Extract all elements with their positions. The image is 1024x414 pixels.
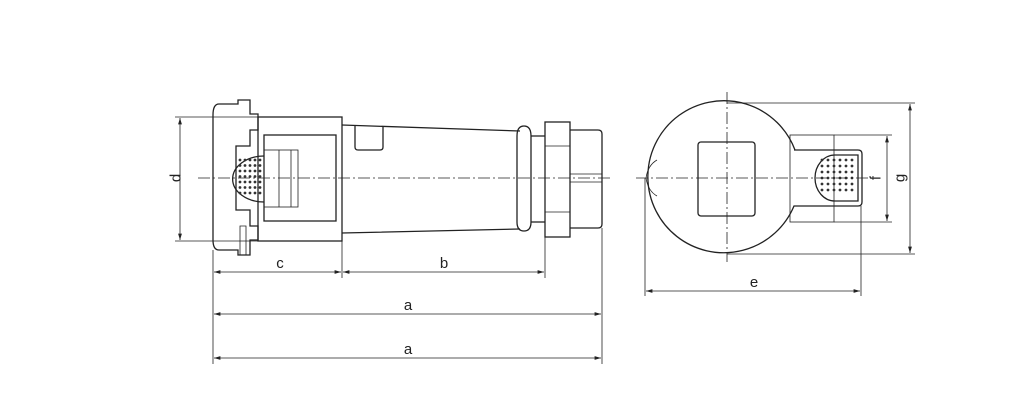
pin-dot bbox=[826, 164, 830, 168]
pin-dot bbox=[238, 169, 242, 173]
pin-dot bbox=[820, 188, 824, 192]
pin-dot bbox=[838, 158, 842, 162]
pin-dot bbox=[850, 182, 854, 186]
pin-dot bbox=[850, 164, 854, 168]
body-tab bbox=[354, 125, 384, 151]
pin-dot bbox=[838, 188, 842, 192]
pin-dot bbox=[243, 175, 247, 178]
pin-dot bbox=[238, 175, 242, 178]
gland-nut bbox=[544, 121, 571, 238]
pin-dot bbox=[258, 191, 262, 195]
pin-dot bbox=[258, 180, 262, 184]
label-d: d bbox=[168, 174, 185, 182]
latch-icon bbox=[239, 225, 247, 256]
pin-dot bbox=[248, 186, 252, 189]
pin-dot bbox=[253, 158, 257, 162]
pin-dot bbox=[258, 164, 262, 167]
pin-dot bbox=[832, 158, 836, 162]
front-outline bbox=[647, 100, 863, 254]
pin-dot bbox=[826, 182, 830, 186]
pin-dot bbox=[248, 158, 252, 162]
socket-insert bbox=[263, 149, 299, 208]
pin-dot bbox=[253, 191, 257, 195]
pin-dot bbox=[844, 158, 848, 162]
pin-dot bbox=[838, 182, 842, 186]
pin-dot bbox=[243, 191, 247, 195]
pin-dot bbox=[832, 164, 836, 168]
pin-dot bbox=[243, 180, 247, 184]
pin-dot bbox=[832, 170, 836, 174]
pin-dot bbox=[238, 191, 242, 195]
housing bbox=[257, 116, 343, 242]
pin-dot bbox=[850, 158, 854, 162]
pin-dot bbox=[248, 175, 252, 178]
front-pin-face bbox=[814, 154, 859, 202]
label-b: b bbox=[440, 255, 448, 272]
front-window bbox=[697, 141, 756, 217]
pin-dot bbox=[258, 175, 262, 178]
pin-dot bbox=[832, 182, 836, 186]
pin-dot bbox=[238, 158, 242, 162]
pin-dot bbox=[248, 164, 252, 167]
pin-dot bbox=[826, 158, 830, 162]
pin-dot bbox=[253, 180, 257, 184]
pin-dot bbox=[253, 175, 257, 178]
seal-ring bbox=[516, 125, 532, 232]
pin-dot bbox=[820, 164, 824, 168]
pin-face bbox=[231, 155, 265, 203]
pin-dot bbox=[826, 170, 830, 174]
pin-dot bbox=[832, 188, 836, 192]
pin-dots bbox=[238, 158, 262, 195]
pin-dot bbox=[838, 164, 842, 168]
pin-dot bbox=[248, 169, 252, 173]
pin-dot bbox=[248, 180, 252, 184]
side-view: d c b a a bbox=[168, 99, 612, 364]
cable-gland bbox=[570, 129, 603, 229]
label-c: c bbox=[276, 255, 284, 272]
pin-dot bbox=[253, 186, 257, 189]
pin-dot bbox=[838, 170, 842, 174]
label-g: g bbox=[892, 174, 909, 182]
pin-dot bbox=[850, 188, 854, 192]
pin-dot bbox=[253, 169, 257, 173]
pin-dot bbox=[820, 158, 824, 162]
label-e: e bbox=[750, 274, 758, 291]
front-pin-dots bbox=[820, 158, 854, 192]
pin-dot bbox=[844, 164, 848, 168]
pin-dot bbox=[258, 169, 262, 173]
front-cap bbox=[212, 99, 259, 256]
pin-dot bbox=[826, 188, 830, 192]
label-a-outer: a bbox=[404, 341, 413, 358]
pin-dot bbox=[243, 169, 247, 173]
pin-dot bbox=[238, 186, 242, 189]
label-a-inner: a bbox=[404, 297, 413, 314]
pin-dot bbox=[243, 186, 247, 189]
front-view: e f g bbox=[636, 92, 915, 296]
pin-dot bbox=[238, 180, 242, 184]
tapered-body bbox=[341, 124, 521, 234]
pin-dot bbox=[258, 186, 262, 189]
pin-dot bbox=[844, 188, 848, 192]
pin-dot bbox=[243, 164, 247, 167]
pin-dot bbox=[820, 170, 824, 174]
pin-dot bbox=[832, 176, 836, 180]
pin-dot bbox=[844, 182, 848, 186]
pin-dot bbox=[248, 191, 252, 195]
pin-dot bbox=[243, 158, 247, 162]
pin-dot bbox=[820, 182, 824, 186]
pin-dot bbox=[238, 164, 242, 167]
pin-dot bbox=[258, 158, 262, 162]
pin-dot bbox=[844, 170, 848, 174]
label-f: f bbox=[868, 175, 885, 180]
pin-dot bbox=[850, 170, 854, 174]
pin-dot bbox=[253, 164, 257, 167]
